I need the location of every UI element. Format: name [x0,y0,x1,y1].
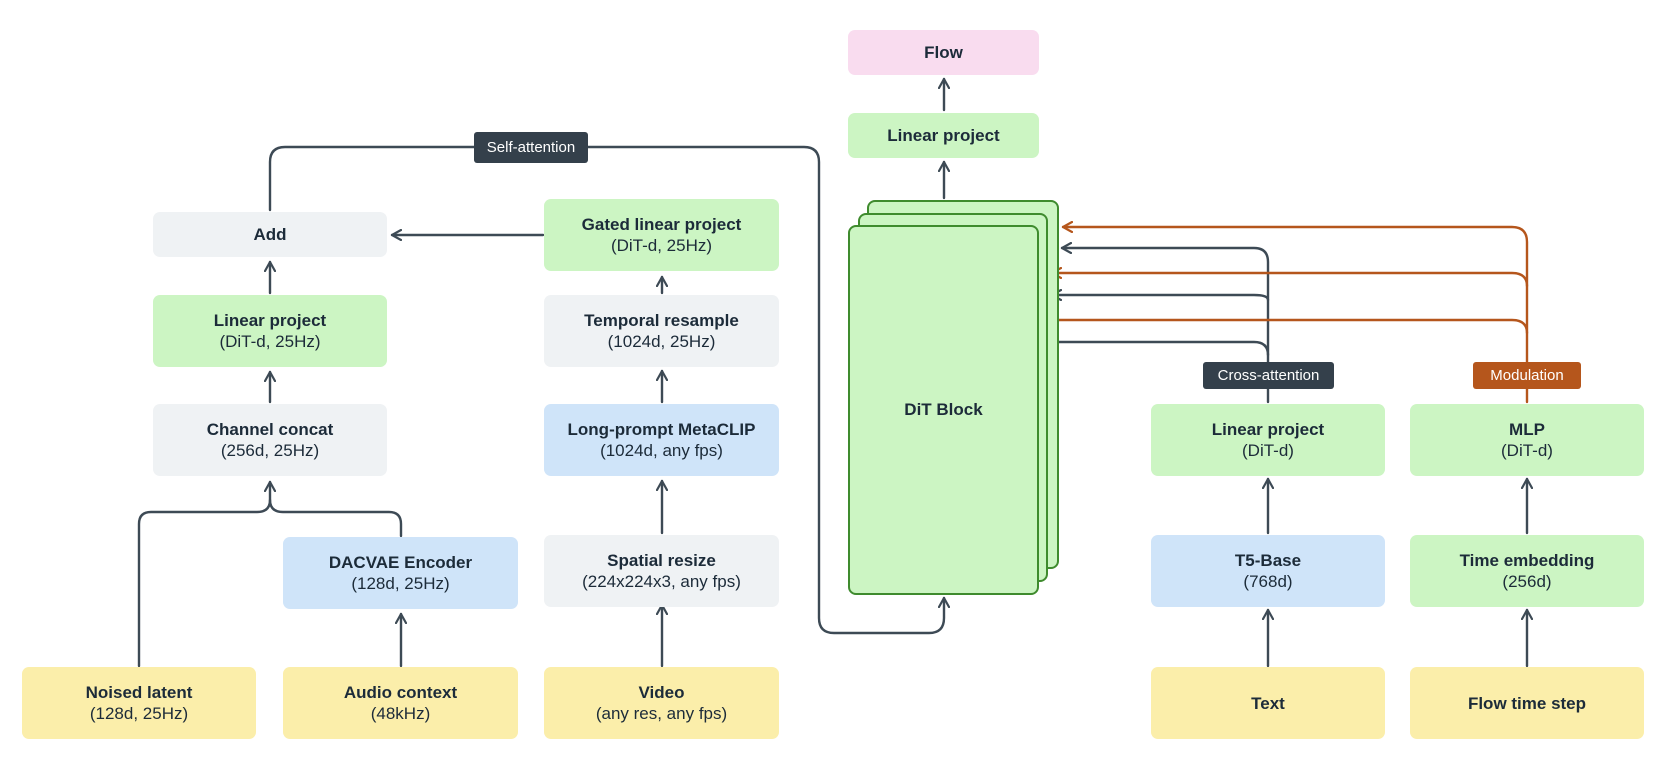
node-text: Text [1151,667,1385,739]
node-title: Time embedding [1459,551,1595,570]
arrow-cross-attention-3 [1039,342,1270,357]
node-time-embedding: Time embedding (256d) [1410,535,1644,607]
node-title: Gated linear project [581,215,742,234]
node-subtitle: (DiT-d, 25Hz) [610,236,713,255]
node-add: Add [153,212,387,257]
node-flow: Flow [848,30,1039,75]
node-subtitle: (256d, 25Hz) [220,441,320,460]
arrow-cross-attention-2 [1050,295,1270,302]
node-title: Noised latent [85,683,193,702]
arrow-dacvae-to-concat [268,498,403,538]
node-title: Flow time step [1467,693,1587,713]
arrow-modulation-1 [1061,227,1529,404]
node-title: Text [1251,693,1285,713]
dit-block-label: DiT Block [904,400,983,419]
node-title: T5-Base [1234,551,1302,570]
tag-modulation: Modulation [1473,362,1581,389]
node-title: Linear project [213,311,327,330]
node-noised-latent: Noised latent (128d, 25Hz) [22,667,256,739]
node-title: Linear project [887,126,1000,145]
node-title: Audio context [343,683,458,702]
arrow-add-to-dit-self-attention [268,145,944,635]
node-linear-project-top: Linear project [848,113,1039,158]
node-subtitle: (256d) [1502,572,1552,591]
arrow-modulation-2 [1050,273,1529,288]
node-title: Flow [924,43,963,62]
node-title: DACVAE Encoder [328,553,473,572]
node-title: Video [638,683,685,702]
node-subtitle: (DiT-d) [1242,441,1294,460]
node-subtitle: (768d) [1243,572,1293,591]
node-subtitle: (224x224x3, any fps) [582,572,741,591]
node-title: Temporal resample [584,311,739,330]
node-flow-time-step: Flow time step [1410,667,1644,739]
node-subtitle: (DiT-d) [1501,441,1553,460]
tag-cross-attention: Cross-attention [1203,362,1334,389]
node-channel-concat: Channel concat (256d, 25Hz) [153,404,387,476]
node-linear-project-text: Linear project (DiT-d) [1151,404,1385,476]
arrow-modulation-3 [1039,320,1529,335]
node-t5-base: T5-Base (768d) [1151,535,1385,607]
node-subtitle: (48kHz) [370,704,431,723]
node-subtitle: (1024d, any fps) [600,441,723,460]
node-subtitle: (1024d, 25Hz) [607,332,716,351]
node-spatial-resize: Spatial resize (224x224x3, any fps) [544,535,779,607]
node-mlp: MLP (DiT-d) [1410,404,1644,476]
node-subtitle: (any res, any fps) [595,704,728,723]
arrow-noised-latent-to-concat [137,480,270,668]
node-video: Video (any res, any fps) [544,667,779,739]
node-metaclip: Long-prompt MetaCLIP (1024d, any fps) [544,404,779,476]
node-gated-linear-project: Gated linear project (DiT-d, 25Hz) [544,199,779,271]
node-subtitle: (DiT-d, 25Hz) [219,332,321,351]
node-subtitle: (128d, 25Hz) [89,704,189,723]
node-audio-context: Audio context (48kHz) [283,667,518,739]
node-title: Spatial resize [607,551,716,570]
node-temporal-resample: Temporal resample (1024d, 25Hz) [544,295,779,367]
node-title: Linear project [1211,420,1325,439]
dit-block: DiT Block [848,225,1039,595]
node-linear-project-left: Linear project (DiT-d, 25Hz) [153,295,387,367]
node-title: Add [253,225,287,244]
arrow-cross-attention-1 [1060,248,1270,404]
node-title: MLP [1509,420,1545,439]
node-dacvae-encoder: DACVAE Encoder (128d, 25Hz) [283,537,518,609]
tag-self-attention: Self-attention [474,132,588,163]
node-title: Long-prompt MetaCLIP [567,420,756,439]
node-title: Channel concat [206,420,334,439]
node-subtitle: (128d, 25Hz) [351,574,450,593]
